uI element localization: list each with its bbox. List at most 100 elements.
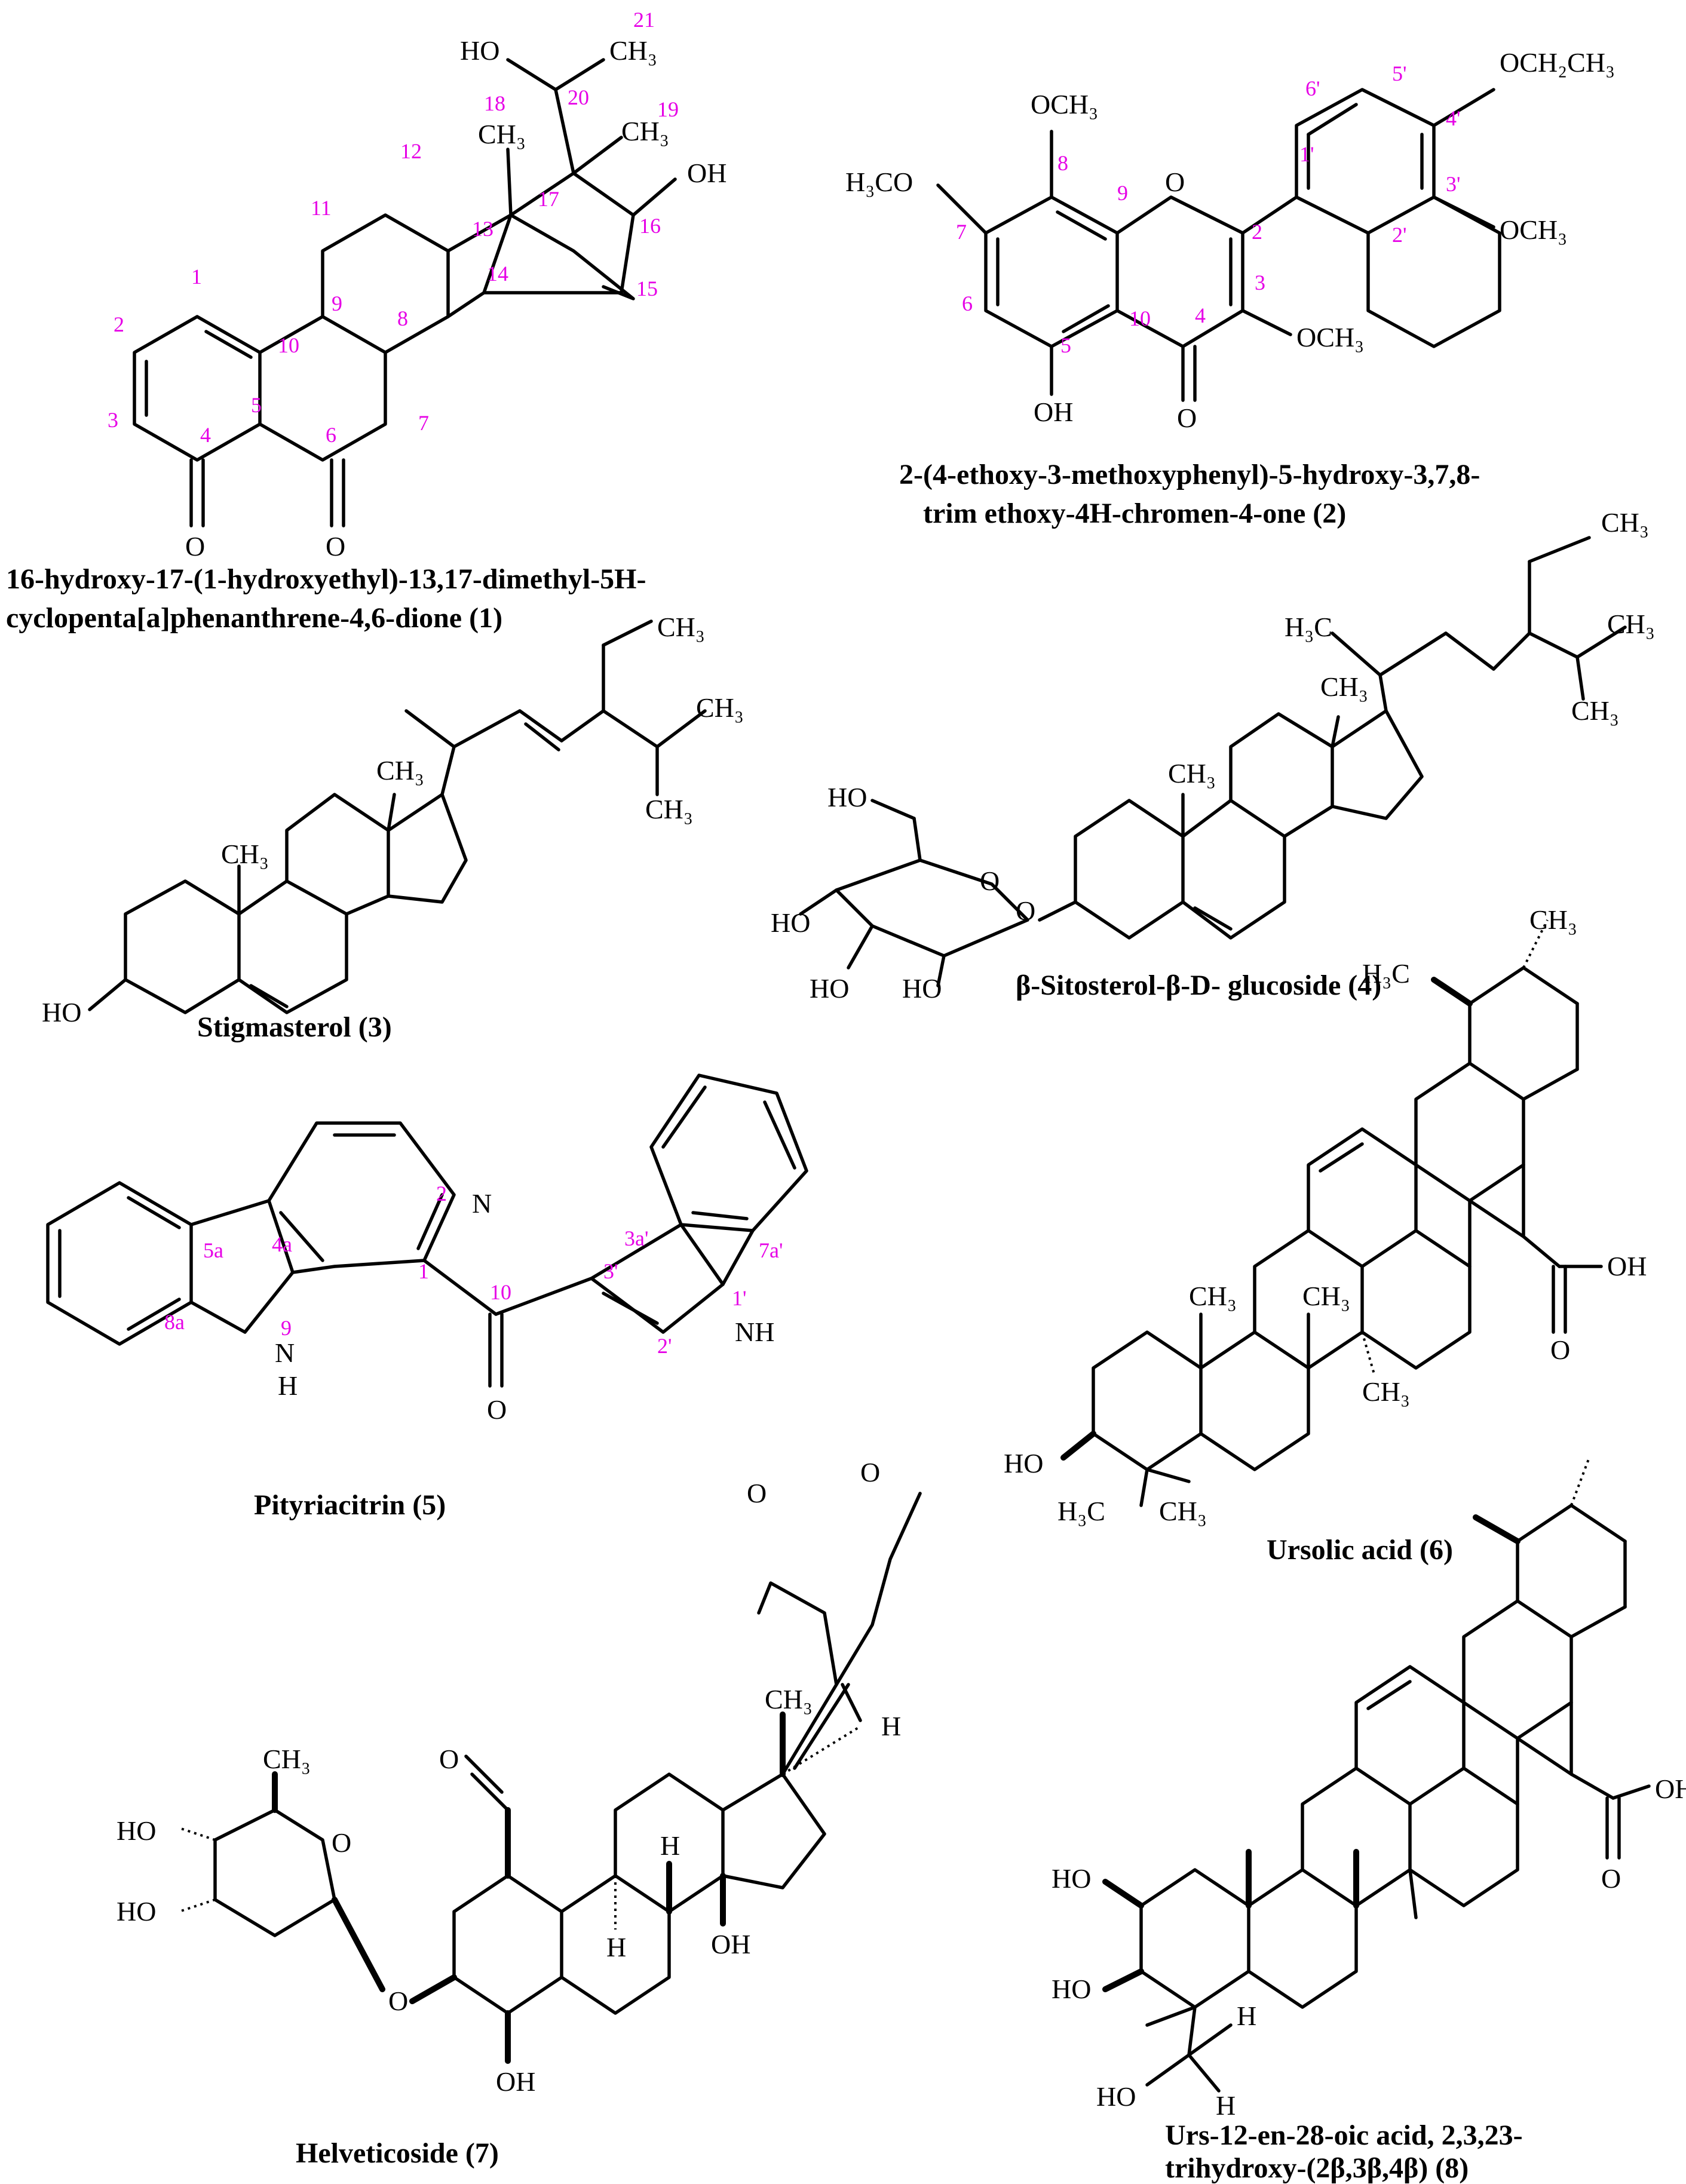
c5-locant: 8a xyxy=(164,1310,185,1334)
compound-2-structure: OCH₃ H₃CO OCH₂CH₃ OCH₃ OCH₃ O OH O 1' 2'… xyxy=(845,47,1615,433)
c1-locant: 11 xyxy=(311,196,332,220)
c1-o-4: O xyxy=(185,531,205,562)
c3-ch3-right: CH₃ xyxy=(696,692,744,723)
c1-locant: 20 xyxy=(568,85,589,109)
c4-ring-o: O xyxy=(980,866,1000,896)
c2-o-4: O xyxy=(1177,403,1197,433)
c5-pyridine-n: N xyxy=(472,1188,492,1219)
c8-ho-2: HO xyxy=(1052,1863,1091,1894)
c2-locant: 5' xyxy=(1392,62,1407,85)
compound-5-structure: N N H NH O 1 2 4a 5a 8a 9 10 1' 2' 3' 3a… xyxy=(46,1073,808,1425)
c5-n9: N xyxy=(275,1338,295,1368)
c1-locant: 3 xyxy=(108,408,118,432)
c2-locant: 8 xyxy=(1057,151,1068,175)
c1-locant: 5 xyxy=(251,393,262,417)
c4-glycosidic-o: O xyxy=(1016,895,1035,926)
c1-ch3-18: CH₃ xyxy=(478,119,526,149)
c2-och3-3: OCH₃ xyxy=(1296,322,1364,352)
compound-8-caption-line2: trihydroxy-(2β,3β,4β) (8) xyxy=(1165,2152,1469,2184)
c1-locant: 21 xyxy=(633,8,655,32)
c5-locant: 10 xyxy=(490,1280,511,1304)
c2-locant: 4 xyxy=(1195,303,1206,327)
c2-h3co-7: H₃CO xyxy=(845,167,913,197)
compound-4-caption: β-Sitosterol-β-D- glucoside (4) xyxy=(1016,970,1381,1001)
c6-ho: HO xyxy=(1004,1448,1043,1479)
c7-ch3-13: CH₃ xyxy=(765,1684,813,1714)
c2-locant: 5 xyxy=(1060,333,1071,357)
c3-ho: HO xyxy=(42,997,81,1027)
c2-locant: 7 xyxy=(956,220,967,244)
compound-8-caption-line1: Urs-12-en-28-oic acid, 2,3,23- xyxy=(1165,2119,1523,2151)
c1-locant: 2 xyxy=(114,312,124,336)
c2-och3-3prime: OCH₃ xyxy=(1500,214,1567,245)
c2-locant: 6 xyxy=(962,292,973,315)
c8-cooh-oh: OH xyxy=(1655,1774,1686,1804)
c1-locant: 9 xyxy=(332,292,342,315)
c5-h9: H xyxy=(278,1370,298,1401)
compound-1-structure: HO CH₃ CH₃ CH₃ OH O O 1 2 3 4 5 6 7 8 9 … xyxy=(108,8,726,562)
c2-locant: 9 xyxy=(1117,181,1128,205)
c6-h3c-4: H₃C xyxy=(1057,1496,1105,1526)
c3-ch3-19: CH₃ xyxy=(221,839,269,869)
compound-4-structure: CH₃ H₃C CH₃ CH₃ CH₃ CH₃ HO HO HO HO O O xyxy=(771,507,1655,1004)
c1-locant: 7 xyxy=(418,411,429,435)
c7-lactone-ring-o: O xyxy=(747,1478,767,1508)
c1-ch3-19: CH₃ xyxy=(621,116,669,146)
compound-3-structure: CH₃ CH₃ CH₃ CH₃ CH₃ HO xyxy=(42,612,744,1027)
c4-ch3-18: CH₃ xyxy=(1320,671,1368,702)
c5-locant: 1 xyxy=(418,1259,429,1283)
c7-aldehyde-o: O xyxy=(439,1744,459,1774)
c2-locant: 6' xyxy=(1305,76,1320,100)
c5-locant: 3a' xyxy=(624,1226,648,1250)
c5-locant: 9 xyxy=(281,1316,292,1340)
compound-2-caption-line1: 2-(4-ethoxy-3-methoxyphenyl)-5-hydroxy-3… xyxy=(899,459,1480,490)
compound-1-caption-line1: 16-hydroxy-17-(1-hydroxyethyl)-13,17-dim… xyxy=(6,563,646,595)
c2-och3-8: OCH₃ xyxy=(1031,89,1098,119)
c5-indole-nh: NH xyxy=(735,1317,774,1347)
c6-h3c-top: H₃C xyxy=(1362,958,1410,989)
c7-ho-sugar-lower: HO xyxy=(117,1896,156,1927)
c1-locant: 4 xyxy=(200,423,211,447)
c6-ch3-top: CH₃ xyxy=(1529,904,1577,935)
c1-locant: 6 xyxy=(326,423,336,447)
c4-ch3-low: CH₃ xyxy=(1571,695,1619,726)
compound-5-caption: Pityriacitrin (5) xyxy=(254,1489,446,1521)
c1-locant: 14 xyxy=(487,262,508,286)
c2-locant: 4' xyxy=(1446,106,1461,130)
c5-locant: 1' xyxy=(732,1286,747,1310)
c3-ch3-18: CH₃ xyxy=(376,755,424,786)
c5-o-10: O xyxy=(487,1394,507,1425)
c1-locant: 16 xyxy=(639,214,661,238)
c7-lactone-carbonyl-o: O xyxy=(860,1457,880,1487)
c6-cooh-o: O xyxy=(1550,1335,1570,1365)
c6-ch3-14: CH₃ xyxy=(1362,1376,1410,1407)
c1-locant: 12 xyxy=(400,139,422,163)
c1-o-6: O xyxy=(326,531,345,562)
c8-h-upper: H xyxy=(1237,2001,1256,2031)
c4-ho-3: HO xyxy=(810,973,849,1004)
c4-ho-4: HO xyxy=(771,907,810,938)
c4-ch3-19: CH₃ xyxy=(1168,758,1216,789)
c2-locant: 3' xyxy=(1446,172,1461,196)
c7-h-17: H xyxy=(881,1711,901,1741)
c1-locant: 19 xyxy=(657,97,679,121)
c1-locant: 18 xyxy=(484,91,505,115)
compound-6-structure: CH₃ H₃C CH₃ CH₃ CH₃ OH O HO H₃C CH₃ xyxy=(1004,904,1647,1526)
c5-locant: 2' xyxy=(657,1334,672,1358)
c4-h3c: H₃C xyxy=(1285,612,1332,642)
c2-locant: 3 xyxy=(1255,271,1265,295)
compound-6-caption: Ursolic acid (6) xyxy=(1267,1534,1453,1566)
c1-locant: 1 xyxy=(191,265,202,289)
compound-7-structure: O O CH₃ H H H OH O CH₃ HO HO O O OH xyxy=(117,1457,922,2097)
c2-locant: 1' xyxy=(1299,142,1314,166)
c1-locant: 10 xyxy=(278,333,299,357)
c6-ch3-8: CH₃ xyxy=(1302,1281,1350,1311)
c5-locant: 5a xyxy=(203,1238,223,1262)
compound-8-structure: OH O HO HO H H HO xyxy=(1052,1457,1686,2121)
c8-ho-3: HO xyxy=(1052,1974,1091,2004)
c1-locant: 17 xyxy=(538,187,559,211)
compound-3-caption: Stigmasterol (3) xyxy=(197,1011,392,1043)
c8-cooh-o: O xyxy=(1601,1863,1621,1894)
c1-ho-label: HO xyxy=(460,35,499,66)
